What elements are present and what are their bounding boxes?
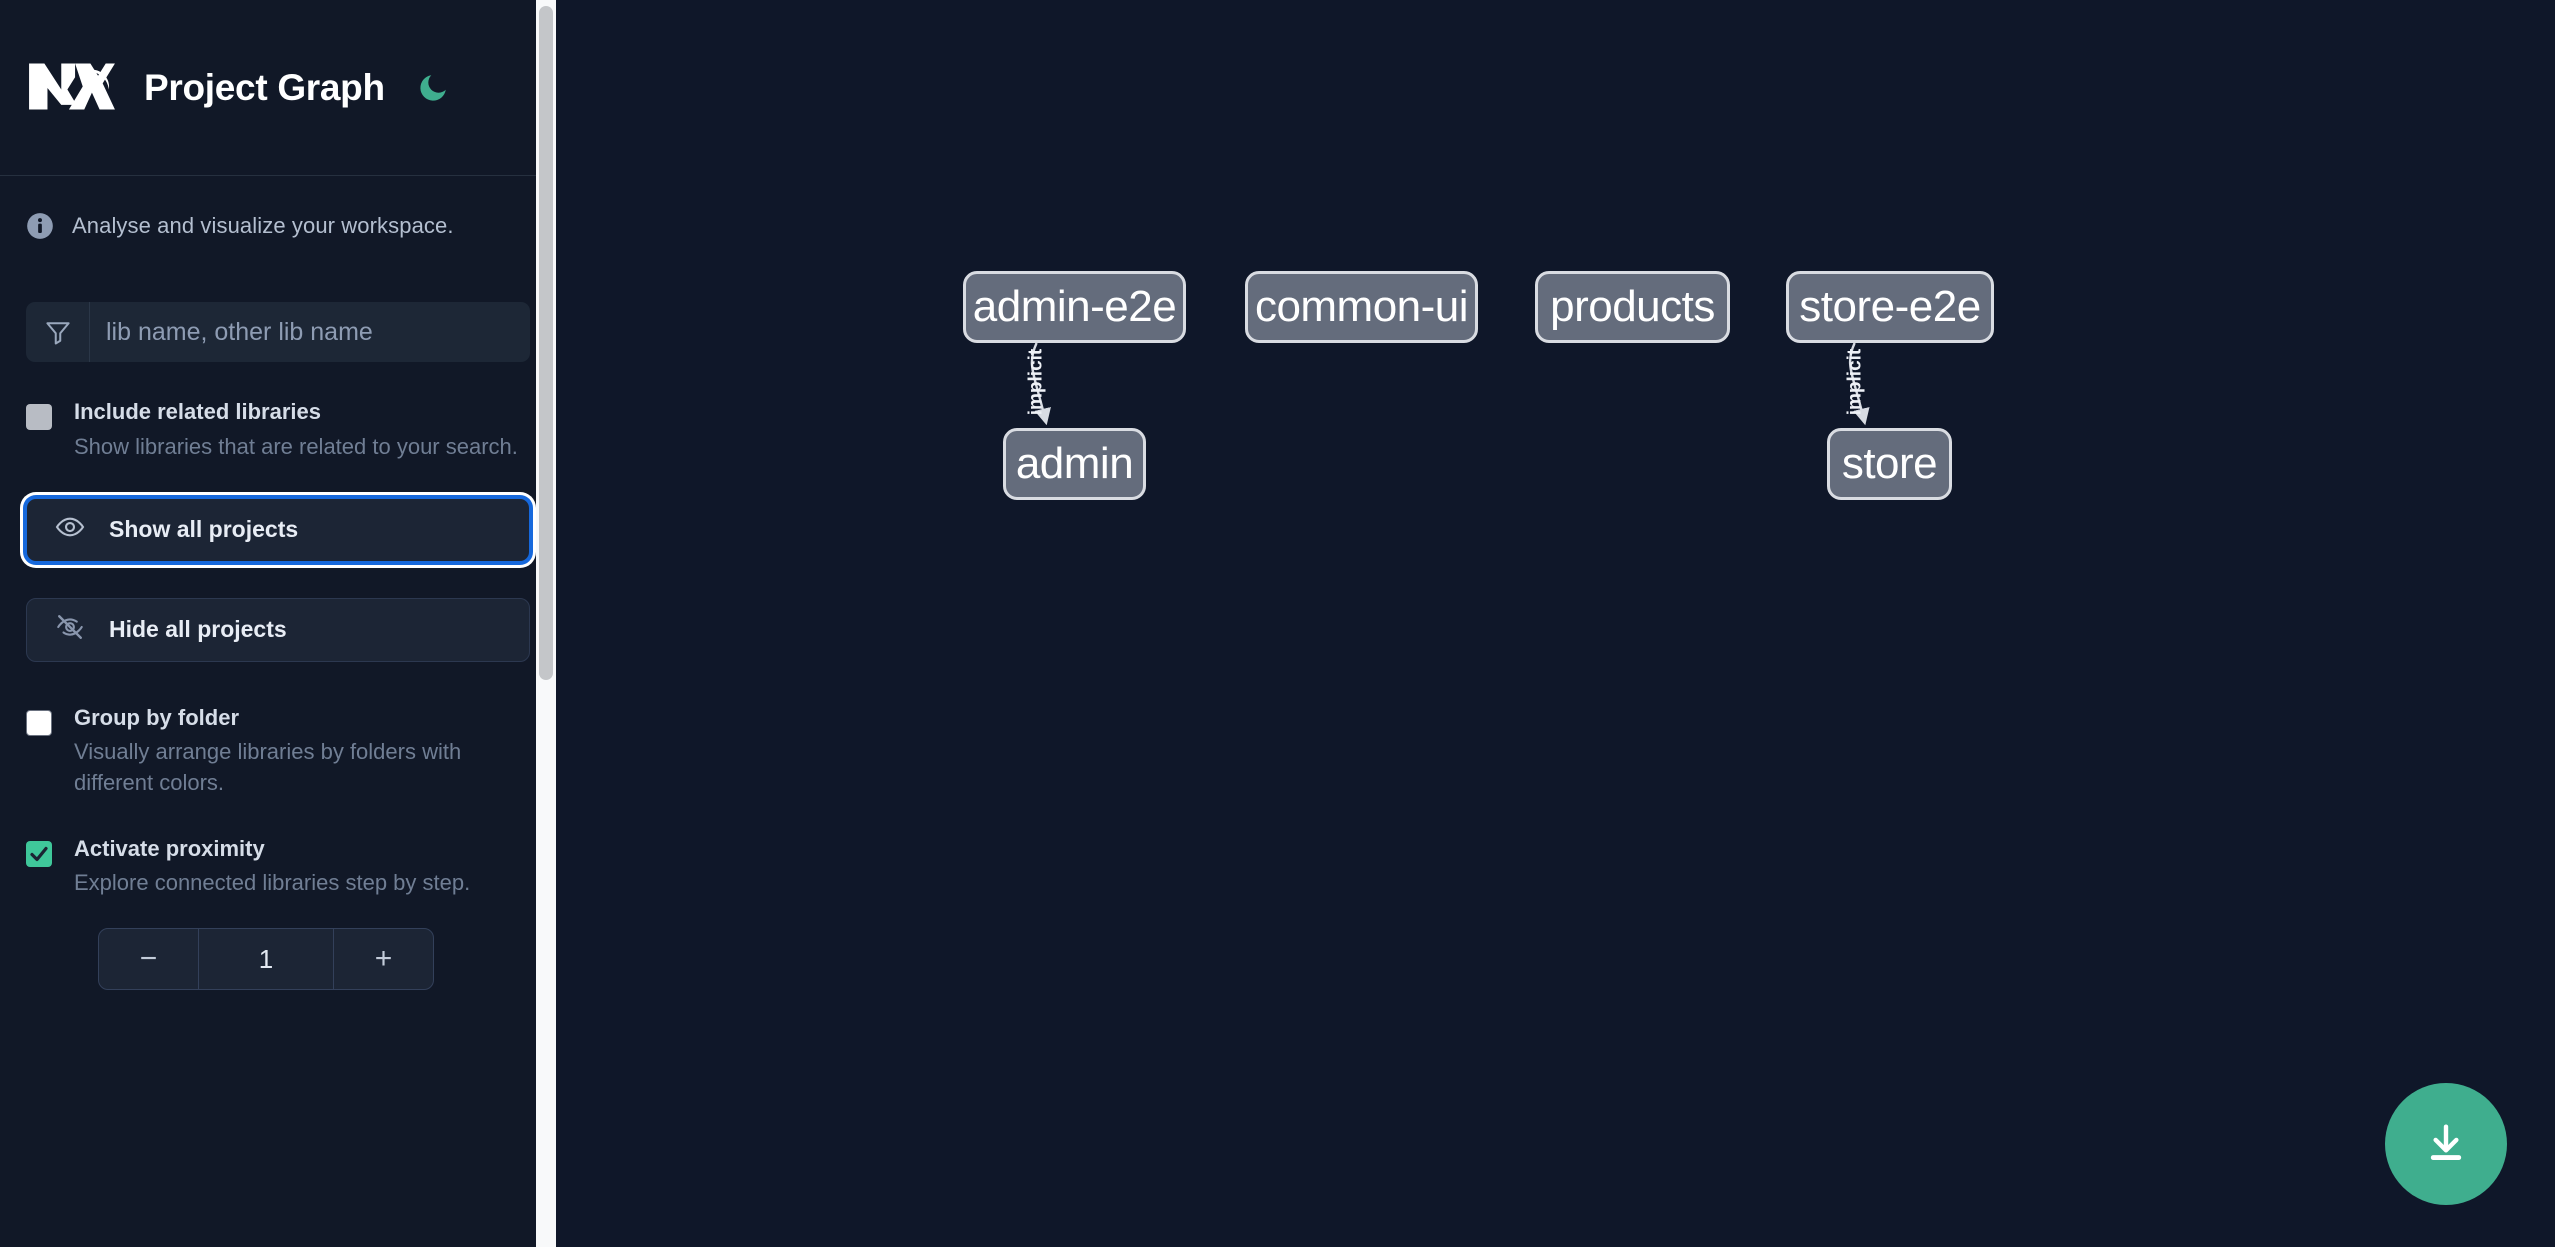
- graph-node-store[interactable]: store: [1827, 428, 1952, 500]
- graph-canvas[interactable]: admin-e2e common-ui products store-e2e admin…: [556, 0, 2555, 1247]
- option-label: Group by folder: [74, 704, 239, 730]
- download-icon: [2423, 1120, 2469, 1169]
- graph-edges: [1030, 342, 1870, 426]
- option-description: Explore connected libraries step by step…: [74, 870, 471, 896]
- moon-icon[interactable]: [413, 68, 453, 108]
- nx-logo-icon: [26, 57, 118, 119]
- sidebar-scrollbar-thumb[interactable]: [539, 6, 553, 680]
- graph-node-label: store-e2e: [1799, 282, 1981, 331]
- graph-node-label: products: [1550, 282, 1715, 331]
- activate-proximity-checkbox[interactable]: [26, 840, 52, 867]
- hide-all-projects-button[interactable]: Hide all projects: [26, 597, 530, 662]
- show-all-projects-label: Show all projects: [109, 516, 299, 543]
- download-graph-button[interactable]: [2385, 1083, 2507, 1205]
- graph-edge-store-e2e-to-store: [1848, 342, 1870, 426]
- sidebar: Project Graph Analyse and visualize your…: [0, 0, 556, 1247]
- proximity-decrement-button[interactable]: −: [99, 929, 199, 990]
- option-activate-proximity[interactable]: Activate proximity Explore connected lib…: [26, 835, 530, 899]
- graph-node-admin[interactable]: admin: [1003, 428, 1146, 500]
- option-group-by-folder[interactable]: Group by folder Visually arrange librari…: [26, 704, 530, 799]
- graph-node-common-ui[interactable]: common-ui: [1245, 271, 1478, 343]
- option-include-related-libraries[interactable]: Include related libraries Show libraries…: [26, 398, 530, 462]
- graph-node-store-e2e[interactable]: store-e2e: [1786, 271, 1994, 343]
- info-icon: [26, 212, 54, 240]
- page-title: Project Graph: [144, 66, 385, 108]
- sidebar-scrollbar[interactable]: [536, 0, 556, 1247]
- eye-icon: [55, 512, 85, 547]
- proximity-increment-button[interactable]: +: [333, 929, 433, 990]
- workspace-info: Analyse and visualize your workspace.: [0, 176, 556, 240]
- graph-node-label: store: [1841, 439, 1938, 488]
- graph-node-products[interactable]: products: [1535, 271, 1730, 343]
- sidebar-body: Analyse and visualize your workspace. In…: [0, 176, 556, 991]
- proximity-value: 1: [258, 943, 274, 974]
- show-all-projects-button[interactable]: Show all projects: [26, 497, 530, 562]
- proximity-stepper[interactable]: − 1 +: [98, 928, 434, 991]
- include-related-libraries-checkbox[interactable]: [26, 404, 52, 430]
- option-label: Activate proximity: [74, 835, 265, 861]
- sidebar-header: Project Graph: [0, 0, 556, 176]
- filter-funnel-icon: [26, 302, 90, 362]
- option-description: Visually arrange libraries by folders wi…: [74, 739, 462, 796]
- graph-edge-admin-e2e-to-admin: [1030, 342, 1051, 426]
- workspace-info-text: Analyse and visualize your workspace.: [72, 213, 454, 238]
- graph-node-admin-e2e[interactable]: admin-e2e: [963, 271, 1186, 343]
- graph-node-label: admin: [1015, 439, 1134, 488]
- graph-node-label: common-ui: [1254, 282, 1469, 331]
- graph-node-label: admin-e2e: [972, 282, 1177, 331]
- filter-box[interactable]: [26, 302, 530, 362]
- group-by-folder-checkbox[interactable]: [26, 709, 52, 736]
- filter-input[interactable]: [90, 302, 530, 362]
- option-description: Show libraries that are related to your …: [74, 433, 518, 459]
- option-label: Include related libraries: [74, 399, 321, 424]
- eye-off-icon: [55, 612, 85, 647]
- hide-all-projects-label: Hide all projects: [109, 616, 287, 643]
